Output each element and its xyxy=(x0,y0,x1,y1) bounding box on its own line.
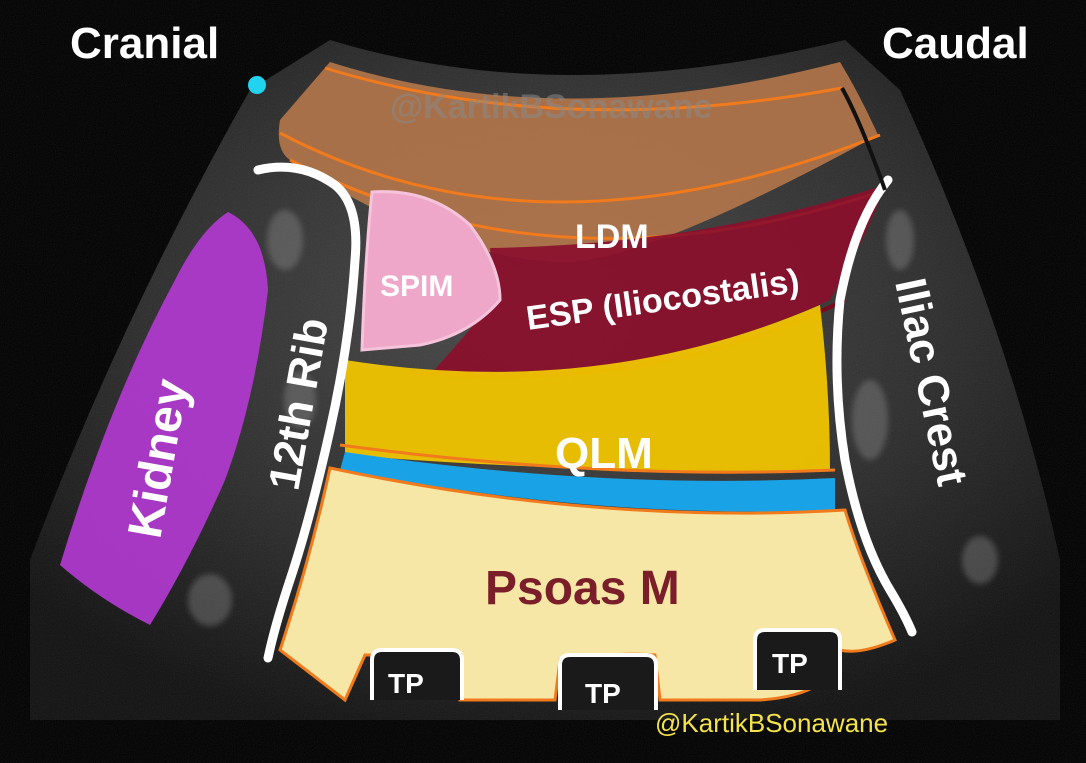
ldm-label: LDM xyxy=(575,218,649,256)
caudal-label: Caudal xyxy=(882,19,1029,68)
kidney-region xyxy=(60,212,268,625)
caudal-edge-outline xyxy=(840,87,887,191)
qlm-lower-outline xyxy=(339,443,836,474)
ldm-upper-outline xyxy=(324,66,843,112)
spim-label: SPIM xyxy=(380,270,453,303)
tp-label-left: TP xyxy=(388,668,424,699)
esp-region xyxy=(430,185,885,377)
psoas-label: Psoas M xyxy=(485,562,680,615)
spim-region xyxy=(360,190,502,352)
watermark-bottom: @KartikBSonawane xyxy=(655,708,888,738)
speckle-highlights xyxy=(188,210,998,626)
orientation-marker-dot xyxy=(248,76,266,94)
tp-label-right: TP xyxy=(772,648,808,679)
tp-label-center: TP xyxy=(585,678,621,709)
iliac-crest-outline xyxy=(832,175,917,637)
fascia-band xyxy=(340,452,835,512)
tp-outlines xyxy=(370,628,842,710)
rib-outline xyxy=(253,162,361,663)
ldm-mid-outline xyxy=(279,131,881,204)
qlm-label: QLM xyxy=(555,429,653,478)
tp-shadows xyxy=(372,630,840,710)
watermark-top: @KartikBSonawane xyxy=(390,88,712,126)
qlm-region xyxy=(345,305,830,471)
cranial-label: Cranial xyxy=(70,19,219,68)
